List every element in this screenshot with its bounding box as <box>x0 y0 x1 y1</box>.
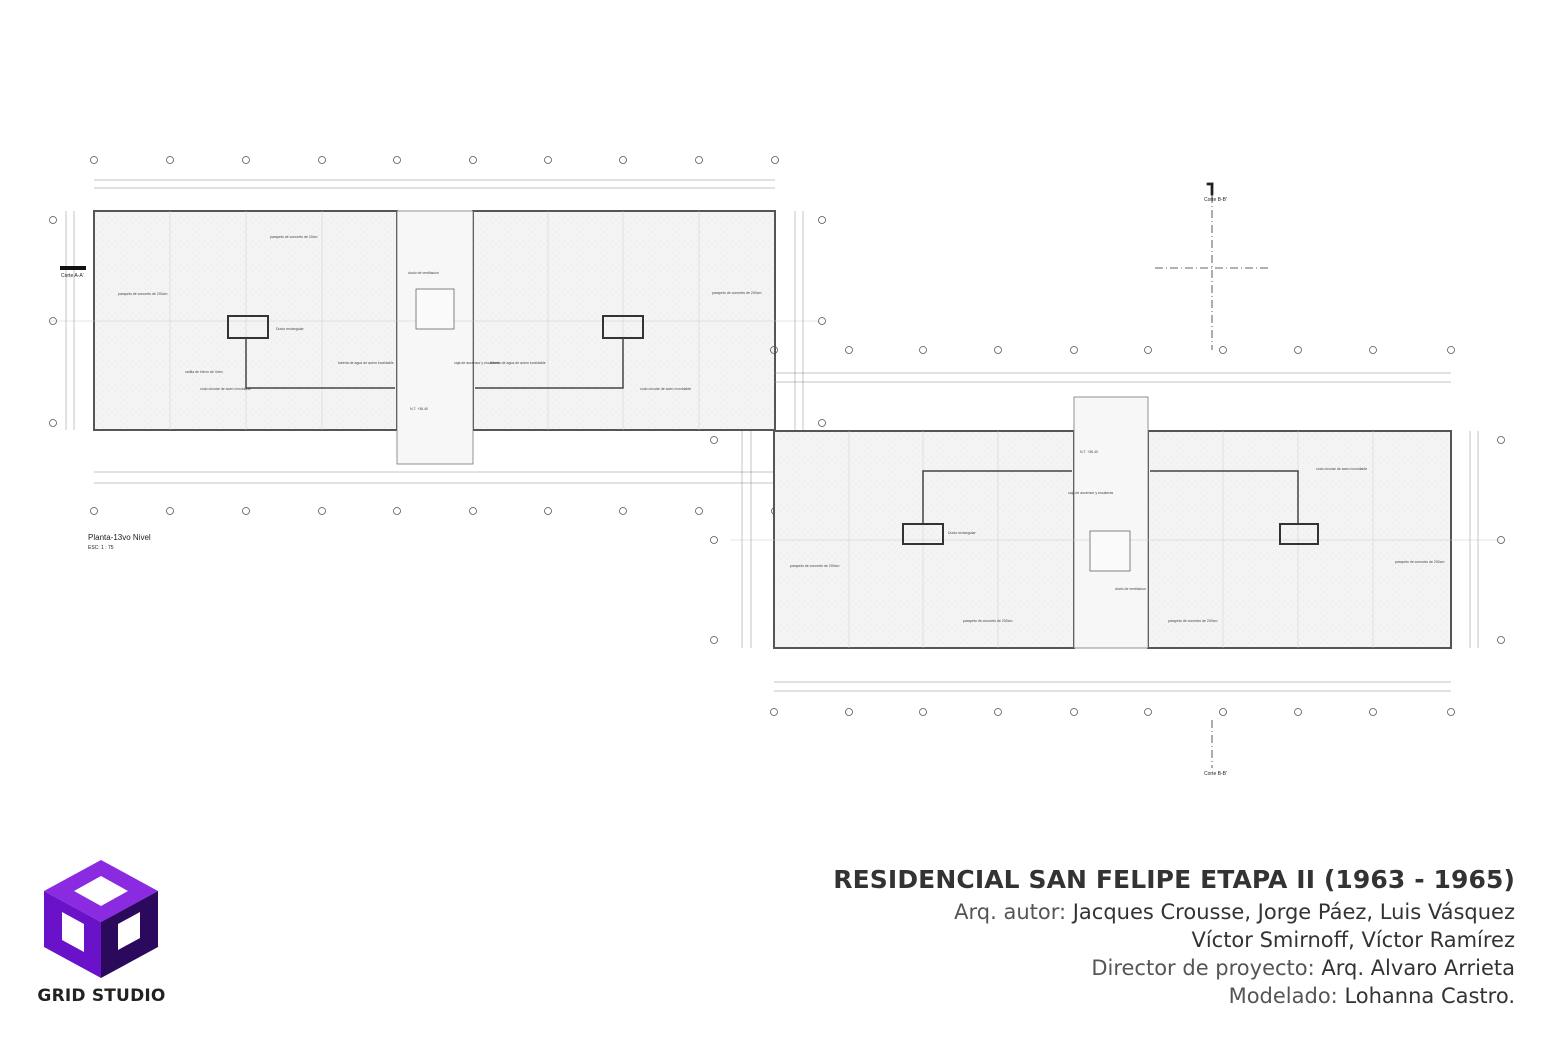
project-title: RESIDENCIAL SAN FELIPE ETAPA II (1963 - … <box>833 865 1515 894</box>
authors-line2: Víctor Smirnoff, Víctor Ramírez <box>833 926 1515 954</box>
note-parapeto-left: parapeto de concreto de 200cm <box>118 292 168 296</box>
section-line-b <box>1155 182 1268 768</box>
section-a-marker <box>60 266 86 270</box>
note-parapeto-lower-bottom: parapeto de concreto de 200cm <box>963 619 1013 623</box>
note-nivel-lower: N.T. +36.40 <box>1080 450 1098 454</box>
logo-text: GRID STUDIO <box>37 986 166 1006</box>
authors-names: Jacques Crousse, Jorge Páez, Luis Vásque… <box>1072 900 1515 924</box>
note-codo-right: codo circular de acero inoxidable <box>640 387 691 391</box>
authors-label: Arq. autor: <box>954 900 1073 924</box>
modeling-name: Lohanna Castro. <box>1344 984 1515 1008</box>
plan-title: Planta-13vo Nivel <box>88 533 151 542</box>
modeling-label: Modelado: <box>1228 984 1345 1008</box>
note-parapeto-lower-bottom-right: parapeto de concreto de 200cm <box>1168 619 1218 623</box>
upper-block <box>49 156 826 515</box>
note-codo-lower: codo circular de acero inoxidable <box>1316 467 1367 471</box>
section-b-top-label: Corte B-B' <box>1204 197 1227 203</box>
note-parapeto-top: parapeto de concreto de 20cm <box>270 235 318 239</box>
authors-line1: Arq. autor: Jacques Crousse, Jorge Páez,… <box>833 898 1515 926</box>
modeling-line: Modelado: Lohanna Castro. <box>833 982 1515 1010</box>
note-parapeto-right: parapeto de concreto de 200cm <box>712 291 762 295</box>
cube-logo-icon <box>44 860 158 978</box>
plan-scale: ESC: 1 : 75 <box>88 545 114 551</box>
note-codo-left: codo circular de acero inoxidable <box>200 387 251 391</box>
authors-names-2: Víctor Smirnoff, Víctor Ramírez <box>1191 928 1515 952</box>
grid-studio-logo: GRID STUDIO <box>34 858 169 1008</box>
note-parapeto-lower-right: parapeto de concreto de 200cm <box>1395 560 1445 564</box>
note-parapeto-lower-left: parapeto de concreto de 200cm <box>790 564 840 568</box>
section-b-bottom-label: Corte B-B' <box>1204 771 1227 777</box>
section-a-label: Corte A-A' <box>61 273 84 279</box>
note-ventilacion-lower: ducto de ventilacion <box>1115 587 1146 591</box>
note-ducto-ventilacion: ducto de ventilacion <box>408 271 439 275</box>
lower-block <box>710 346 1505 716</box>
project-info: RESIDENCIAL SAN FELIPE ETAPA II (1963 - … <box>833 862 1515 1010</box>
note-varilla-left: varilla de hierro de 4mm <box>185 370 223 374</box>
floor-plan-drawing: Corte A-A' Corte B-B' Corte B-B' parapet… <box>49 156 1505 777</box>
director-label: Director de proyecto: <box>1091 956 1322 980</box>
note-ducto-lower: Ducto rectangular <box>948 531 976 535</box>
director-name: Arq. Alvaro Arrieta <box>1321 956 1515 980</box>
note-tuberia-left: tuberia de agua de acero inoxidable <box>338 361 394 365</box>
director-line: Director de proyecto: Arq. Alvaro Arriet… <box>833 954 1515 982</box>
note-ducto-rectangular: Ducto rectangular <box>276 327 304 331</box>
note-tuberia-right: tuberia de agua de acero inoxidable <box>490 361 546 365</box>
note-caja-lower: caja de ascensor y escaleras <box>1068 491 1113 495</box>
note-caja-ascensor: caja de ascensor y escaleras <box>454 361 499 365</box>
note-nivel-top: N.T. +36.40 <box>410 407 428 411</box>
